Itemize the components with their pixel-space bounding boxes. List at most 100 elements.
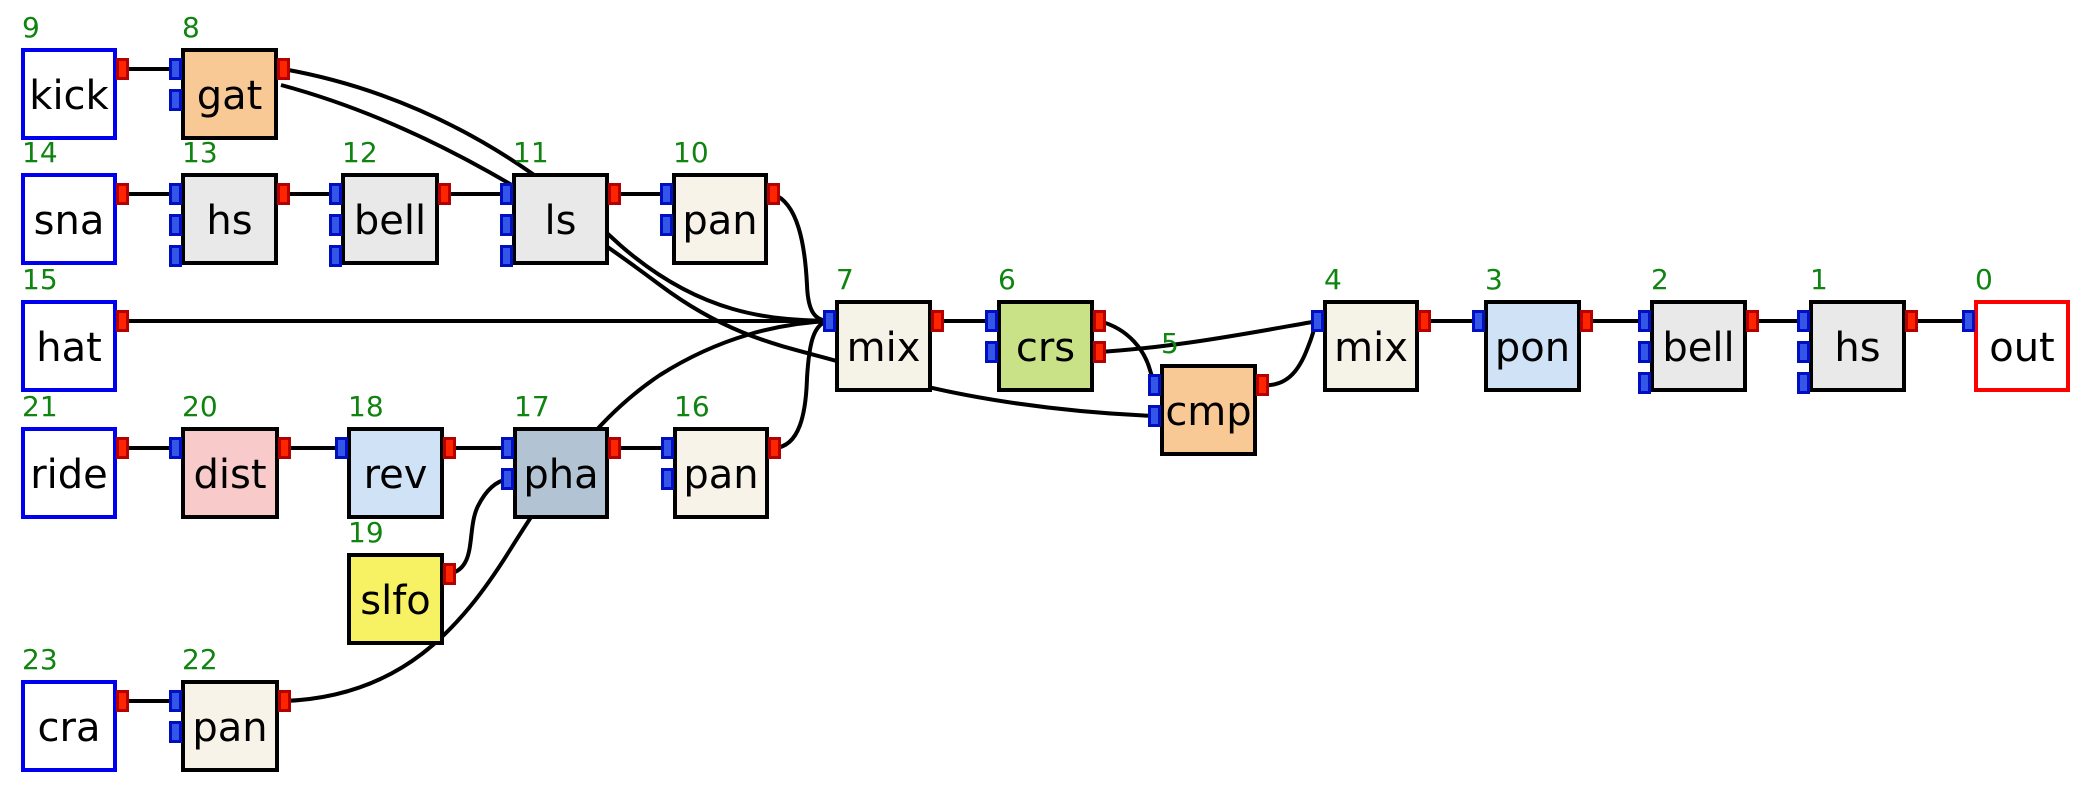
input-port-1[interactable] (1962, 310, 1975, 332)
input-port-3[interactable] (1638, 372, 1651, 394)
node-ls-11[interactable]: ls (512, 173, 609, 265)
output-port-1[interactable] (443, 437, 456, 459)
edge-slfo19.out-to-pha17.in2 (448, 477, 509, 576)
output-port-1[interactable] (608, 183, 621, 205)
node-pha-17[interactable]: pha (513, 427, 609, 519)
node-ride-21[interactable]: ride (21, 427, 117, 519)
node-kick-9[interactable]: kick (21, 48, 117, 140)
input-port-1[interactable] (1797, 310, 1810, 332)
output-port-1[interactable] (116, 310, 129, 332)
input-port-1[interactable] (823, 310, 836, 332)
output-port-1[interactable] (116, 58, 129, 80)
input-port-2[interactable] (501, 468, 514, 490)
output-port-1[interactable] (277, 58, 290, 80)
input-port-2[interactable] (1638, 341, 1651, 363)
node-label: pan (192, 705, 268, 751)
output-port-1[interactable] (277, 183, 290, 205)
node-label: pan (682, 198, 758, 244)
output-port-1[interactable] (608, 437, 621, 459)
node-pon-3[interactable]: pon (1484, 300, 1581, 392)
node-pan-22[interactable]: pan (181, 680, 279, 772)
node-label: kick (29, 73, 109, 119)
node-label: hat (36, 325, 102, 371)
input-port-1[interactable] (1638, 310, 1651, 332)
node-pan-10[interactable]: pan (672, 173, 768, 265)
output-port-1[interactable] (931, 310, 944, 332)
node-id-number: 9 (22, 11, 40, 44)
input-port-2[interactable] (1148, 405, 1161, 427)
output-port-2[interactable] (1093, 341, 1106, 363)
input-port-1[interactable] (169, 437, 182, 459)
input-port-2[interactable] (169, 721, 182, 743)
node-rev-18[interactable]: rev (347, 427, 444, 519)
edge-pan10.out-to-mix7.in1 (772, 192, 831, 323)
input-port-1[interactable] (661, 437, 674, 459)
input-port-1[interactable] (1148, 374, 1161, 396)
edge-pan16.out-to-mix7.in1 (773, 319, 831, 450)
output-port-1[interactable] (1418, 310, 1431, 332)
node-dist-20[interactable]: dist (181, 427, 279, 519)
node-label: pan (683, 452, 759, 498)
node-crs-6[interactable]: crs (997, 300, 1094, 392)
output-port-1[interactable] (767, 183, 780, 205)
node-gat-8[interactable]: gat (181, 48, 278, 140)
input-port-2[interactable] (500, 214, 513, 236)
output-port-1[interactable] (1580, 310, 1593, 332)
output-port-1[interactable] (1093, 310, 1106, 332)
input-port-3[interactable] (500, 245, 513, 267)
output-port-1[interactable] (116, 437, 129, 459)
output-port-1[interactable] (1905, 310, 1918, 332)
node-hat-15[interactable]: hat (21, 300, 117, 392)
input-port-1[interactable] (501, 437, 514, 459)
output-port-1[interactable] (116, 690, 129, 712)
node-cra-23[interactable]: cra (21, 680, 117, 772)
output-port-1[interactable] (1256, 374, 1269, 396)
input-port-1[interactable] (335, 437, 348, 459)
node-label: cra (37, 705, 101, 751)
input-port-1[interactable] (660, 183, 673, 205)
node-bell-12[interactable]: bell (341, 173, 439, 265)
node-sna-14[interactable]: sna (21, 173, 117, 265)
output-port-1[interactable] (443, 563, 456, 585)
output-port-1[interactable] (438, 183, 451, 205)
node-id-number: 16 (674, 390, 710, 423)
input-port-2[interactable] (985, 341, 998, 363)
output-port-1[interactable] (768, 437, 781, 459)
node-mix-4[interactable]: mix (1323, 300, 1419, 392)
node-hs-1[interactable]: hs (1809, 300, 1906, 392)
input-port-3[interactable] (1797, 372, 1810, 394)
input-port-2[interactable] (169, 89, 182, 111)
node-id-number: 3 (1485, 263, 1503, 296)
node-id-number: 10 (673, 136, 709, 169)
input-port-2[interactable] (1797, 341, 1810, 363)
node-cmp-5[interactable]: cmp (1160, 364, 1257, 456)
input-port-1[interactable] (985, 310, 998, 332)
output-port-1[interactable] (278, 690, 291, 712)
input-port-2[interactable] (661, 468, 674, 490)
node-id-number: 4 (1324, 263, 1342, 296)
input-port-2[interactable] (329, 214, 342, 236)
node-out-0[interactable]: out (1974, 300, 2070, 392)
input-port-2[interactable] (169, 214, 182, 236)
input-port-1[interactable] (169, 183, 182, 205)
input-port-1[interactable] (1472, 310, 1485, 332)
node-slfo-19[interactable]: slfo (347, 553, 444, 645)
node-hs-13[interactable]: hs (181, 173, 278, 265)
input-port-3[interactable] (329, 245, 342, 267)
node-id-number: 21 (22, 390, 58, 423)
input-port-2[interactable] (660, 214, 673, 236)
input-port-1[interactable] (329, 183, 342, 205)
node-mix-7[interactable]: mix (835, 300, 932, 392)
output-port-1[interactable] (116, 183, 129, 205)
node-pan-16[interactable]: pan (673, 427, 769, 519)
input-port-1[interactable] (1311, 310, 1324, 332)
input-port-1[interactable] (500, 183, 513, 205)
node-bell-2[interactable]: bell (1650, 300, 1747, 392)
output-port-1[interactable] (278, 437, 291, 459)
input-port-1[interactable] (169, 690, 182, 712)
input-port-1[interactable] (169, 58, 182, 80)
output-port-1[interactable] (1746, 310, 1759, 332)
input-port-3[interactable] (169, 245, 182, 267)
node-id-number: 14 (22, 136, 58, 169)
